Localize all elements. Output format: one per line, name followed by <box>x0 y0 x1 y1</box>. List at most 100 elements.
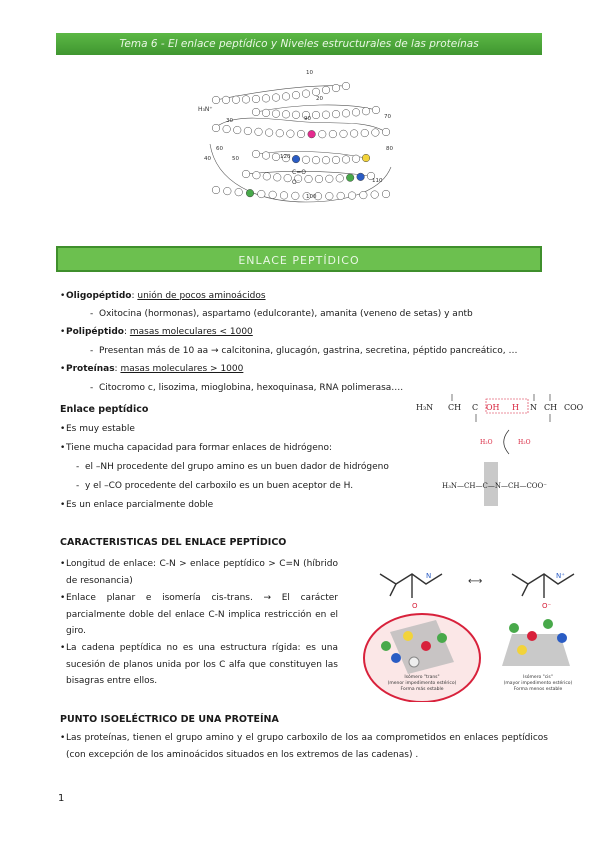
amino-acid-bead <box>265 128 274 137</box>
svg-text:Isómero "cis": Isómero "cis" <box>523 673 553 680</box>
amino-acid-bead <box>251 94 261 104</box>
svg-text:H₃N: H₃N <box>416 403 433 412</box>
amino-acid-bead <box>251 149 261 159</box>
amino-acid-bead <box>273 173 282 182</box>
caract-p1: Longitud de enlace: C-N > enlace peptídi… <box>60 556 338 589</box>
amino-acid-bead <box>381 189 391 199</box>
carbonyl-label: C=O <box>292 169 306 176</box>
seq-num: 30 <box>226 118 233 124</box>
amino-acid-bead <box>366 171 376 181</box>
amino-acid-bead <box>336 191 345 200</box>
seq-num: 20 <box>316 96 323 102</box>
amino-acid-bead <box>350 129 359 138</box>
amino-acid-bead <box>341 155 351 164</box>
def-term: Polipéptido <box>66 327 124 337</box>
amino-acid-bead <box>241 95 251 104</box>
amino-acid-bead <box>211 185 221 195</box>
svg-text:Isómero "trans": Isómero "trans" <box>404 673 439 680</box>
amino-acid-bead <box>211 123 221 133</box>
def-polipeptido: Polipéptido: masas moleculares < 1000 <box>60 326 253 338</box>
amino-acid-bead <box>281 92 291 101</box>
def-term: Oligopéptido <box>66 291 132 301</box>
amino-acid-bead <box>307 130 316 139</box>
amino-acid-bead <box>291 155 301 164</box>
def-desc: masas moleculares < 1000 <box>129 327 253 337</box>
amino-acid-bead <box>301 110 311 120</box>
svg-text:(menor impedimento estérico): (menor impedimento estérico) <box>388 679 457 686</box>
caract-title: CARACTERISTICAS DEL ENLACE PEPTÍDICO <box>60 537 287 548</box>
amino-acid-bead <box>251 107 261 117</box>
seq-num: 90 <box>304 116 311 122</box>
seq-num: 80 <box>386 146 393 152</box>
amino-acid-bead <box>283 174 292 183</box>
peptide-reaction-figure: H₃N CH C OH H N CH COO H₂O H₂O H₃N—CH—C—… <box>416 394 584 506</box>
amino-acid-bead <box>302 192 311 201</box>
amino-acid-bead <box>296 129 306 139</box>
caract-p3: La cadena peptídica no es una estructura… <box>60 640 338 690</box>
amino-acid-bead <box>356 172 365 181</box>
amino-acid-bead <box>339 129 348 138</box>
protein-sequence-figure: 10 20 30 40 50 60 70 80 90 100 110 120 H… <box>198 70 393 203</box>
amino-acid-bead <box>223 187 232 196</box>
svg-text:⟷: ⟷ <box>468 576 482 587</box>
amino-acid-bead <box>371 105 381 115</box>
seq-num: 70 <box>384 114 391 120</box>
amino-acid-bead <box>261 108 271 117</box>
amino-acid-bead <box>281 154 291 163</box>
amino-acid-bead <box>321 110 331 119</box>
amino-terminus-label: H₃N⁺ <box>198 106 213 113</box>
amino-acid-bead <box>370 190 379 199</box>
amino-acid-bead <box>231 95 241 104</box>
def-oligopeptido: Oligopéptido: unión de pocos aminoácidos <box>60 290 266 302</box>
amino-acid-bead <box>311 110 321 120</box>
svg-text:N: N <box>426 572 431 580</box>
header-banner: Tema 6 - El enlace peptídico y Niveles e… <box>56 33 542 55</box>
punto-p1: Las proteínas, tienen el grupo amino y e… <box>60 730 548 763</box>
amino-acid-bead <box>294 174 303 183</box>
seq-num: 10 <box>306 70 313 76</box>
amino-acid-bead <box>359 191 368 200</box>
amino-acid-bead <box>301 89 311 98</box>
enlace-title: Enlace peptídico <box>60 404 149 415</box>
def-desc: unión de pocos aminoácidos <box>137 291 266 301</box>
amino-acid-bead <box>347 191 357 200</box>
svg-text:C: C <box>472 403 478 412</box>
amino-acid-bead <box>281 110 291 119</box>
svg-text:COO: COO <box>564 403 584 412</box>
def-example: - Oxitocina (hormonas), aspartamo (edulc… <box>90 309 473 319</box>
amino-acid-bead <box>331 110 341 119</box>
section-banner: ENLACE PEPTÍDICO <box>56 246 542 272</box>
svg-text:H₂O: H₂O <box>518 439 531 446</box>
amino-acid-bead <box>311 87 321 96</box>
enlace-bullet-1: Es muy estable <box>60 423 135 435</box>
caract-p2: Enlace planar e isomería cis-trans. → El… <box>60 590 338 640</box>
def-term: Proteínas <box>66 364 115 374</box>
enlace-bullet-3: Es un enlace parcialmente doble <box>60 499 213 511</box>
amino-acid-bead <box>271 109 281 118</box>
amino-acid-bead <box>291 91 301 100</box>
page-number: 1 <box>58 793 65 804</box>
svg-text:N⁺: N⁺ <box>556 572 565 580</box>
def-example: - Presentan más de 10 aa → calcitonina, … <box>90 346 518 356</box>
amino-acid-bead <box>234 188 243 197</box>
amino-acid-bead <box>331 155 341 164</box>
enlace-sub-2: - y el –CO procedente del carboxilo es u… <box>76 481 354 491</box>
amino-acid-bead <box>313 192 323 201</box>
amino-acid-bead <box>286 129 295 138</box>
amino-acid-bead <box>271 93 281 102</box>
amino-acid-bead <box>311 156 321 165</box>
svg-text:CH: CH <box>448 403 461 412</box>
amino-acid-bead <box>328 130 337 139</box>
svg-text:CH: CH <box>544 403 557 412</box>
amino-acid-bead <box>252 171 261 180</box>
amino-acid-bead <box>325 192 334 201</box>
peptide-product: H₃N—CH—C—N—CH—COO⁻ <box>442 482 547 490</box>
svg-text:Forma menos estable: Forma menos estable <box>514 686 563 692</box>
amino-acid-bead <box>261 151 271 160</box>
def-example: - Citocromo c, lisozima, mioglobina, hex… <box>90 383 404 393</box>
header-title: Tema 6 - El enlace peptídico y Niveles e… <box>119 38 479 50</box>
svg-text:OH: OH <box>486 403 500 412</box>
amino-acid-bead <box>304 174 313 184</box>
amino-acid-bead <box>291 191 300 200</box>
seq-num: 100 <box>306 194 317 200</box>
